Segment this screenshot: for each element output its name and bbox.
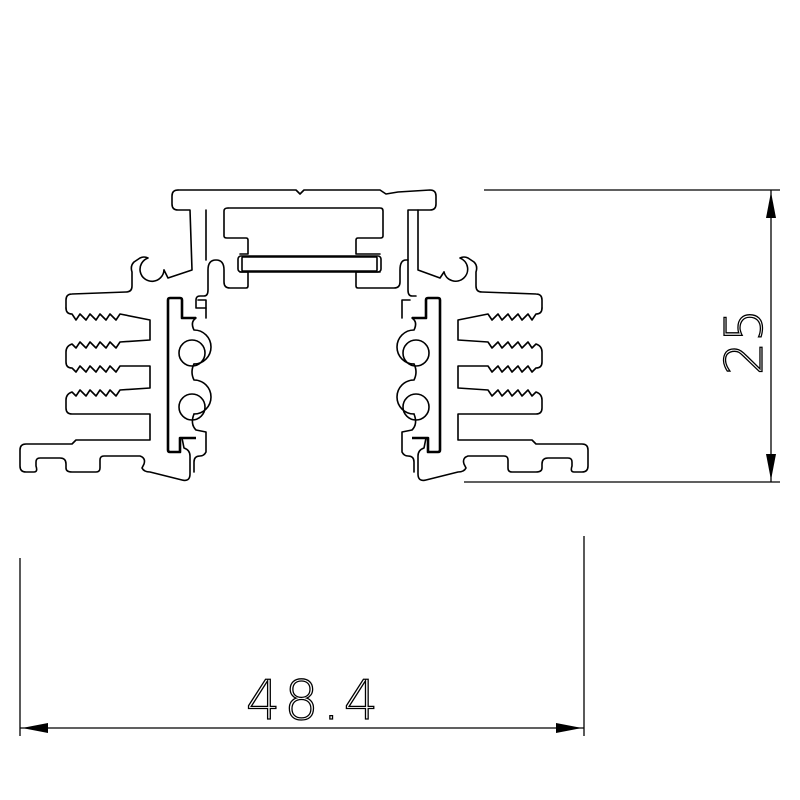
arrow-left-icon: [22, 723, 48, 733]
arrow-up-icon: [766, 192, 776, 218]
height-dimension: 25: [464, 189, 780, 483]
arrow-down-icon: [766, 454, 776, 480]
profile-outline: [19, 189, 589, 482]
arrow-right-icon: [556, 723, 582, 733]
width-dimension-label: 48.4: [246, 669, 382, 732]
width-dimension: 48.4: [19, 536, 585, 736]
height-dimension-label: 25: [715, 309, 775, 375]
